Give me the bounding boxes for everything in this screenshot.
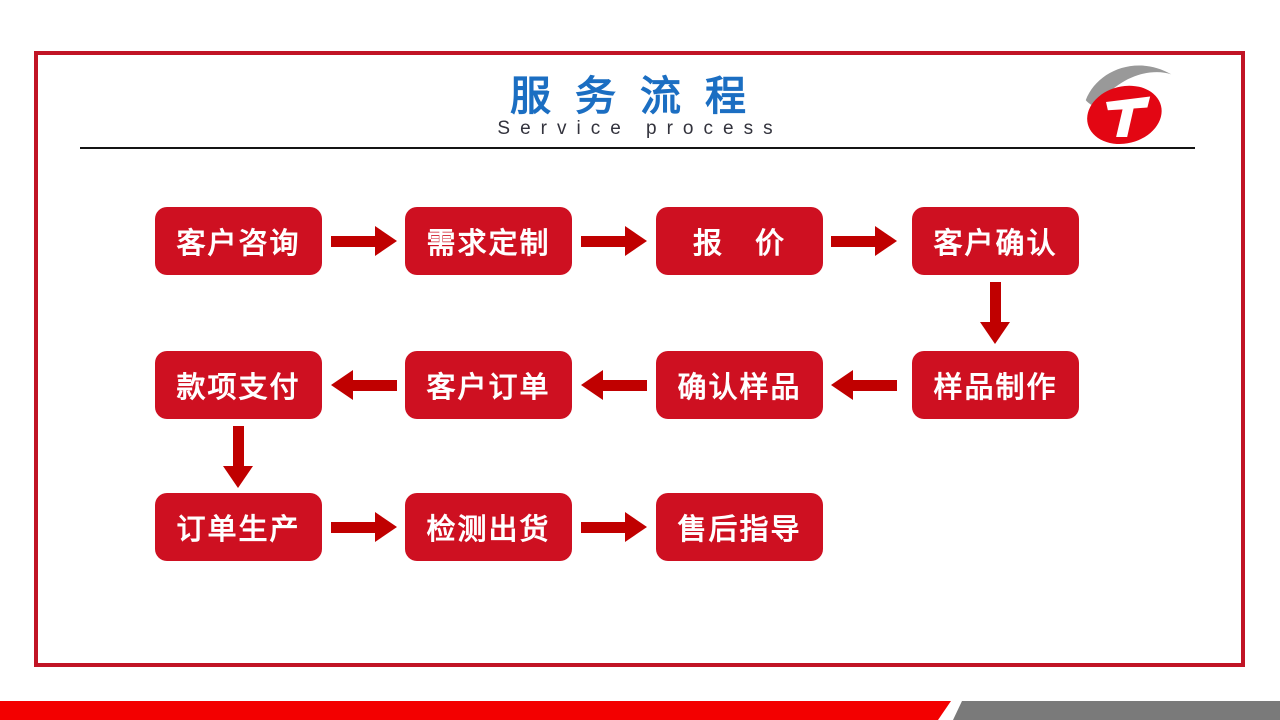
arrow-left-icon: [331, 370, 397, 400]
step-quotation: 报 价: [656, 207, 823, 275]
arrow-left-icon: [831, 370, 897, 400]
arrow-right-icon: [581, 226, 647, 256]
arrow-left-icon: [581, 370, 647, 400]
step-payment: 款项支付: [155, 351, 322, 419]
arrow-right-icon: [331, 226, 397, 256]
step-customer-inquiry: 客户咨询: [155, 207, 322, 275]
step-order-production: 订单生产: [155, 493, 322, 561]
arrow-down-icon: [223, 426, 253, 488]
arrow-right-icon: [581, 512, 647, 542]
step-aftersales-guidance: 售后指导: [656, 493, 823, 561]
footer-gray-bar: [953, 701, 1280, 720]
arrow-down-icon: [980, 282, 1010, 344]
page-subtitle: Service process: [497, 118, 783, 139]
footer-red-bar: [0, 701, 951, 720]
step-demand-customization: 需求定制: [405, 207, 572, 275]
step-inspection-shipment: 检测出货: [405, 493, 572, 561]
page-title: 服务流程: [510, 73, 770, 119]
step-sample-confirm: 确认样品: [656, 351, 823, 419]
step-customer-confirm: 客户确认: [912, 207, 1079, 275]
step-sample-making: 样品制作: [912, 351, 1079, 419]
header-divider: [80, 147, 1195, 149]
arrow-right-icon: [331, 512, 397, 542]
company-t-logo-icon: [1083, 58, 1175, 146]
arrow-right-icon: [831, 226, 897, 256]
step-customer-order: 客户订单: [405, 351, 572, 419]
